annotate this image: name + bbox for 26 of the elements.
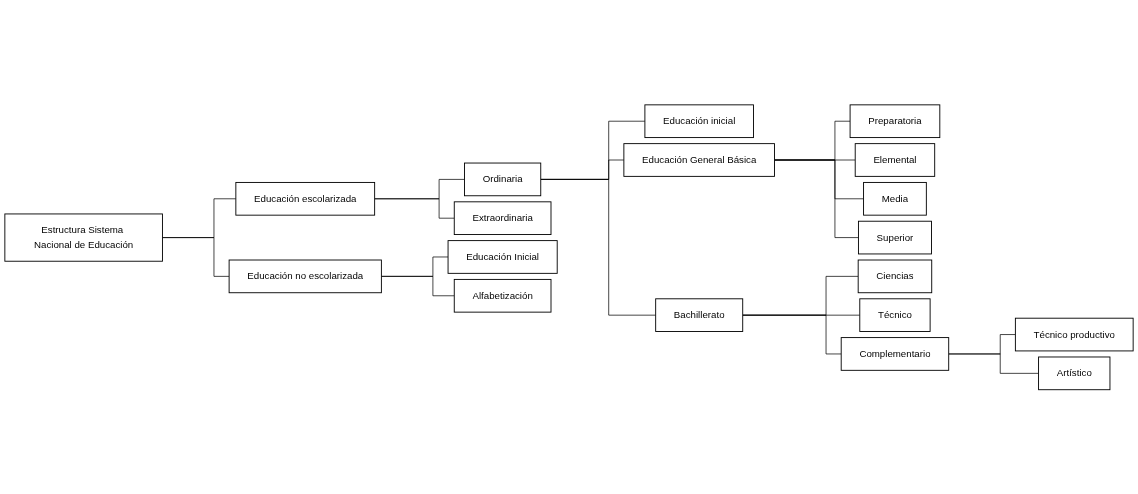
- node-box: Ordinaria: [464, 162, 542, 196]
- node-box: Educación no escolarizada: [228, 259, 382, 293]
- node-box: Artístico: [1038, 356, 1111, 390]
- node-box: Alfabetización: [453, 278, 552, 313]
- node-box: Educación escolarizada: [235, 181, 376, 216]
- node-box: Educación General Básica: [623, 142, 775, 177]
- node-box: Preparatoria: [849, 104, 941, 138]
- node-box: Elemental: [854, 142, 936, 177]
- connector: [774, 159, 859, 238]
- node-box: Superior: [858, 220, 932, 255]
- node-box: Extraordinaria: [453, 201, 552, 235]
- node-box: Bachillerato: [655, 298, 744, 332]
- node-box: Estructura Sistema Nacional de Educación: [4, 213, 163, 262]
- connector: [374, 198, 455, 219]
- node-box: Técnico productivo: [1014, 317, 1134, 352]
- connector: [381, 275, 455, 296]
- node-box: Complementario: [840, 336, 950, 371]
- node-box: Ciencias: [857, 259, 933, 293]
- connector: [742, 314, 842, 355]
- connector: [540, 178, 657, 316]
- node-box: Educación Inicial: [447, 239, 558, 274]
- connector: [948, 353, 1039, 374]
- node-box: Técnico: [859, 298, 931, 332]
- connector: [162, 236, 230, 277]
- node-box: Educación inicial: [644, 104, 754, 138]
- node-box: Media: [863, 181, 927, 216]
